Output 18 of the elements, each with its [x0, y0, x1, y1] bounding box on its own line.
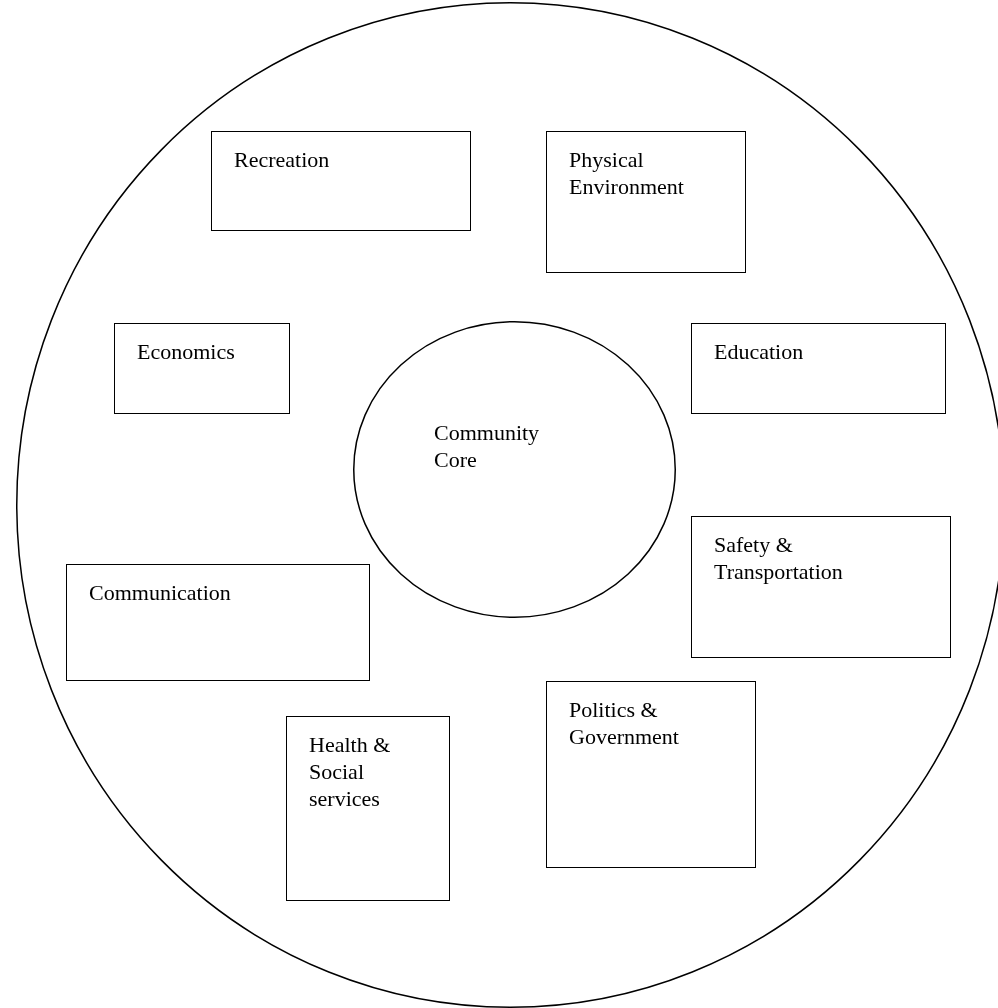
core-ellipse [353, 321, 676, 618]
node-label: Safety & Transportation [714, 531, 844, 585]
category-box [114, 323, 290, 414]
node-label: Community Core [434, 419, 541, 473]
node-label: Recreation [234, 146, 331, 173]
category-box [546, 131, 746, 273]
category-box [66, 564, 370, 681]
category-box [546, 681, 756, 868]
category-box [286, 716, 450, 901]
category-box [691, 516, 951, 658]
node-label: Education [714, 338, 805, 365]
node-label: Physical Environment [569, 146, 685, 200]
category-box [691, 323, 946, 414]
node-label: Economics [137, 338, 236, 365]
node-label: Communication [89, 579, 232, 606]
node-label: Politics & Government [569, 696, 680, 750]
category-box [211, 131, 471, 231]
node-label: Health & Social services [309, 731, 392, 812]
